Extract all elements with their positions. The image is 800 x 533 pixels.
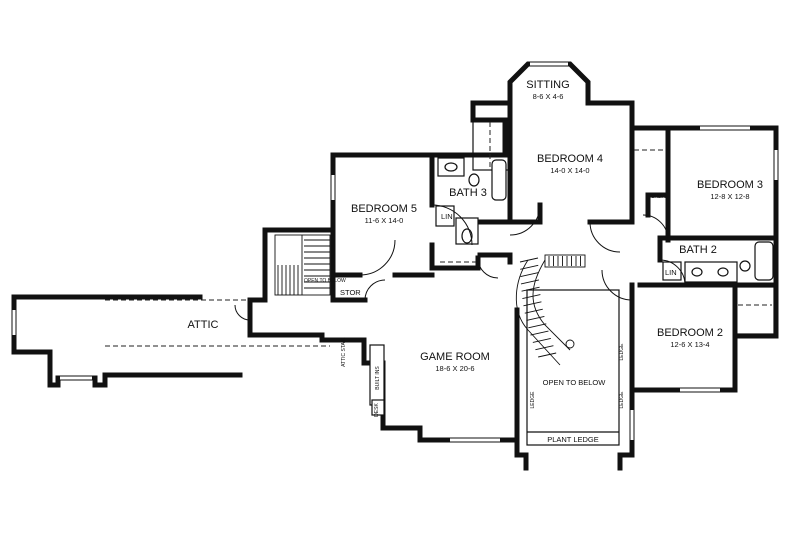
linen-bath3 (435, 205, 455, 227)
stair-tread (535, 345, 554, 351)
doors (234, 204, 686, 321)
fixtures (369, 157, 774, 416)
toilet-icon (739, 260, 751, 272)
label-shlvs: SHLVS (651, 194, 668, 200)
stair-tread (528, 323, 547, 329)
stair-tread (520, 264, 539, 270)
stair-tread (523, 301, 542, 307)
room-name-sitting: SITTING (526, 79, 569, 91)
stair-tread (519, 257, 539, 263)
room-name-gameroom: GAME ROOM (420, 351, 490, 363)
stair-tread (530, 330, 549, 336)
sink-icon (691, 267, 703, 277)
room-name-bath3: BATH 3 (449, 187, 487, 199)
label-stor: STOR (340, 288, 361, 297)
tub-bath3 (491, 159, 507, 201)
room-dims-bedroom2: 12-6 X 13-4 (670, 340, 709, 349)
tub-bath2 (754, 241, 774, 281)
room-name-bedroom2: BEDROOM 2 (657, 327, 723, 339)
label-ledge-east-2: LEDGE (619, 391, 625, 409)
stairs (274, 234, 586, 366)
room-name-attic: ATTIC (188, 319, 219, 331)
room-dims-bedroom4: 14-0 X 14-0 (550, 166, 589, 175)
interior-walls (330, 100, 779, 443)
exterior-walls (11, 61, 779, 471)
label-open-to-below: OPEN TO BELOW (543, 378, 607, 387)
room-name-bedroom4: BEDROOM 4 (537, 153, 603, 165)
stair-tread (521, 286, 540, 292)
label-ledge-west: LEDGE (530, 391, 536, 409)
stair-tread (526, 316, 545, 321)
toilet-icon (468, 173, 480, 187)
stair-tread (538, 352, 557, 358)
room-name-bedroom3: BEDROOM 3 (697, 179, 763, 191)
sink-icon (444, 162, 458, 172)
label-lin-bath2: LIN (665, 268, 677, 277)
stair-tread (520, 279, 540, 285)
label-attic-stair: ATTIC STAIR (341, 337, 347, 367)
label-desk: DESK (374, 403, 380, 417)
stair-tread (522, 294, 541, 299)
room-name-bedroom5: BEDROOM 5 (351, 203, 417, 215)
label-open-to-below-small: OPEN TO BELOW (304, 278, 346, 284)
label-lin-bath3: LIN (441, 212, 453, 221)
stair-tread (520, 272, 539, 278)
sink-icon (717, 267, 729, 277)
label-ledge-east-1: LEDGE (619, 343, 625, 361)
stair-tread (532, 337, 551, 343)
room-labels: SITTING 8-6 X 4-6 BEDROOM 4 14-0 X 14-0 … (188, 79, 763, 373)
room-name-bath2: BATH 2 (679, 244, 717, 256)
room-dims-gameroom: 18-6 X 20-6 (435, 364, 474, 373)
closet-lines (105, 119, 775, 446)
label-built-ins: BUILT INS (375, 366, 381, 390)
room-dims-bedroom5: 11-6 X 14-0 (365, 216, 404, 225)
label-plant-ledge: PLANT LEDGE (547, 435, 599, 444)
windows (12, 62, 778, 457)
small-labels: LIN LIN STOR SHLVS OPEN TO BELOW OPEN TO… (304, 194, 677, 444)
stair-tread (524, 308, 543, 314)
room-dims-sitting: 8-6 X 4-6 (533, 92, 564, 101)
desk (371, 399, 385, 416)
room-dims-bedroom3: 12-8 X 12-8 (710, 192, 749, 201)
vanity-bath2 (684, 261, 738, 283)
